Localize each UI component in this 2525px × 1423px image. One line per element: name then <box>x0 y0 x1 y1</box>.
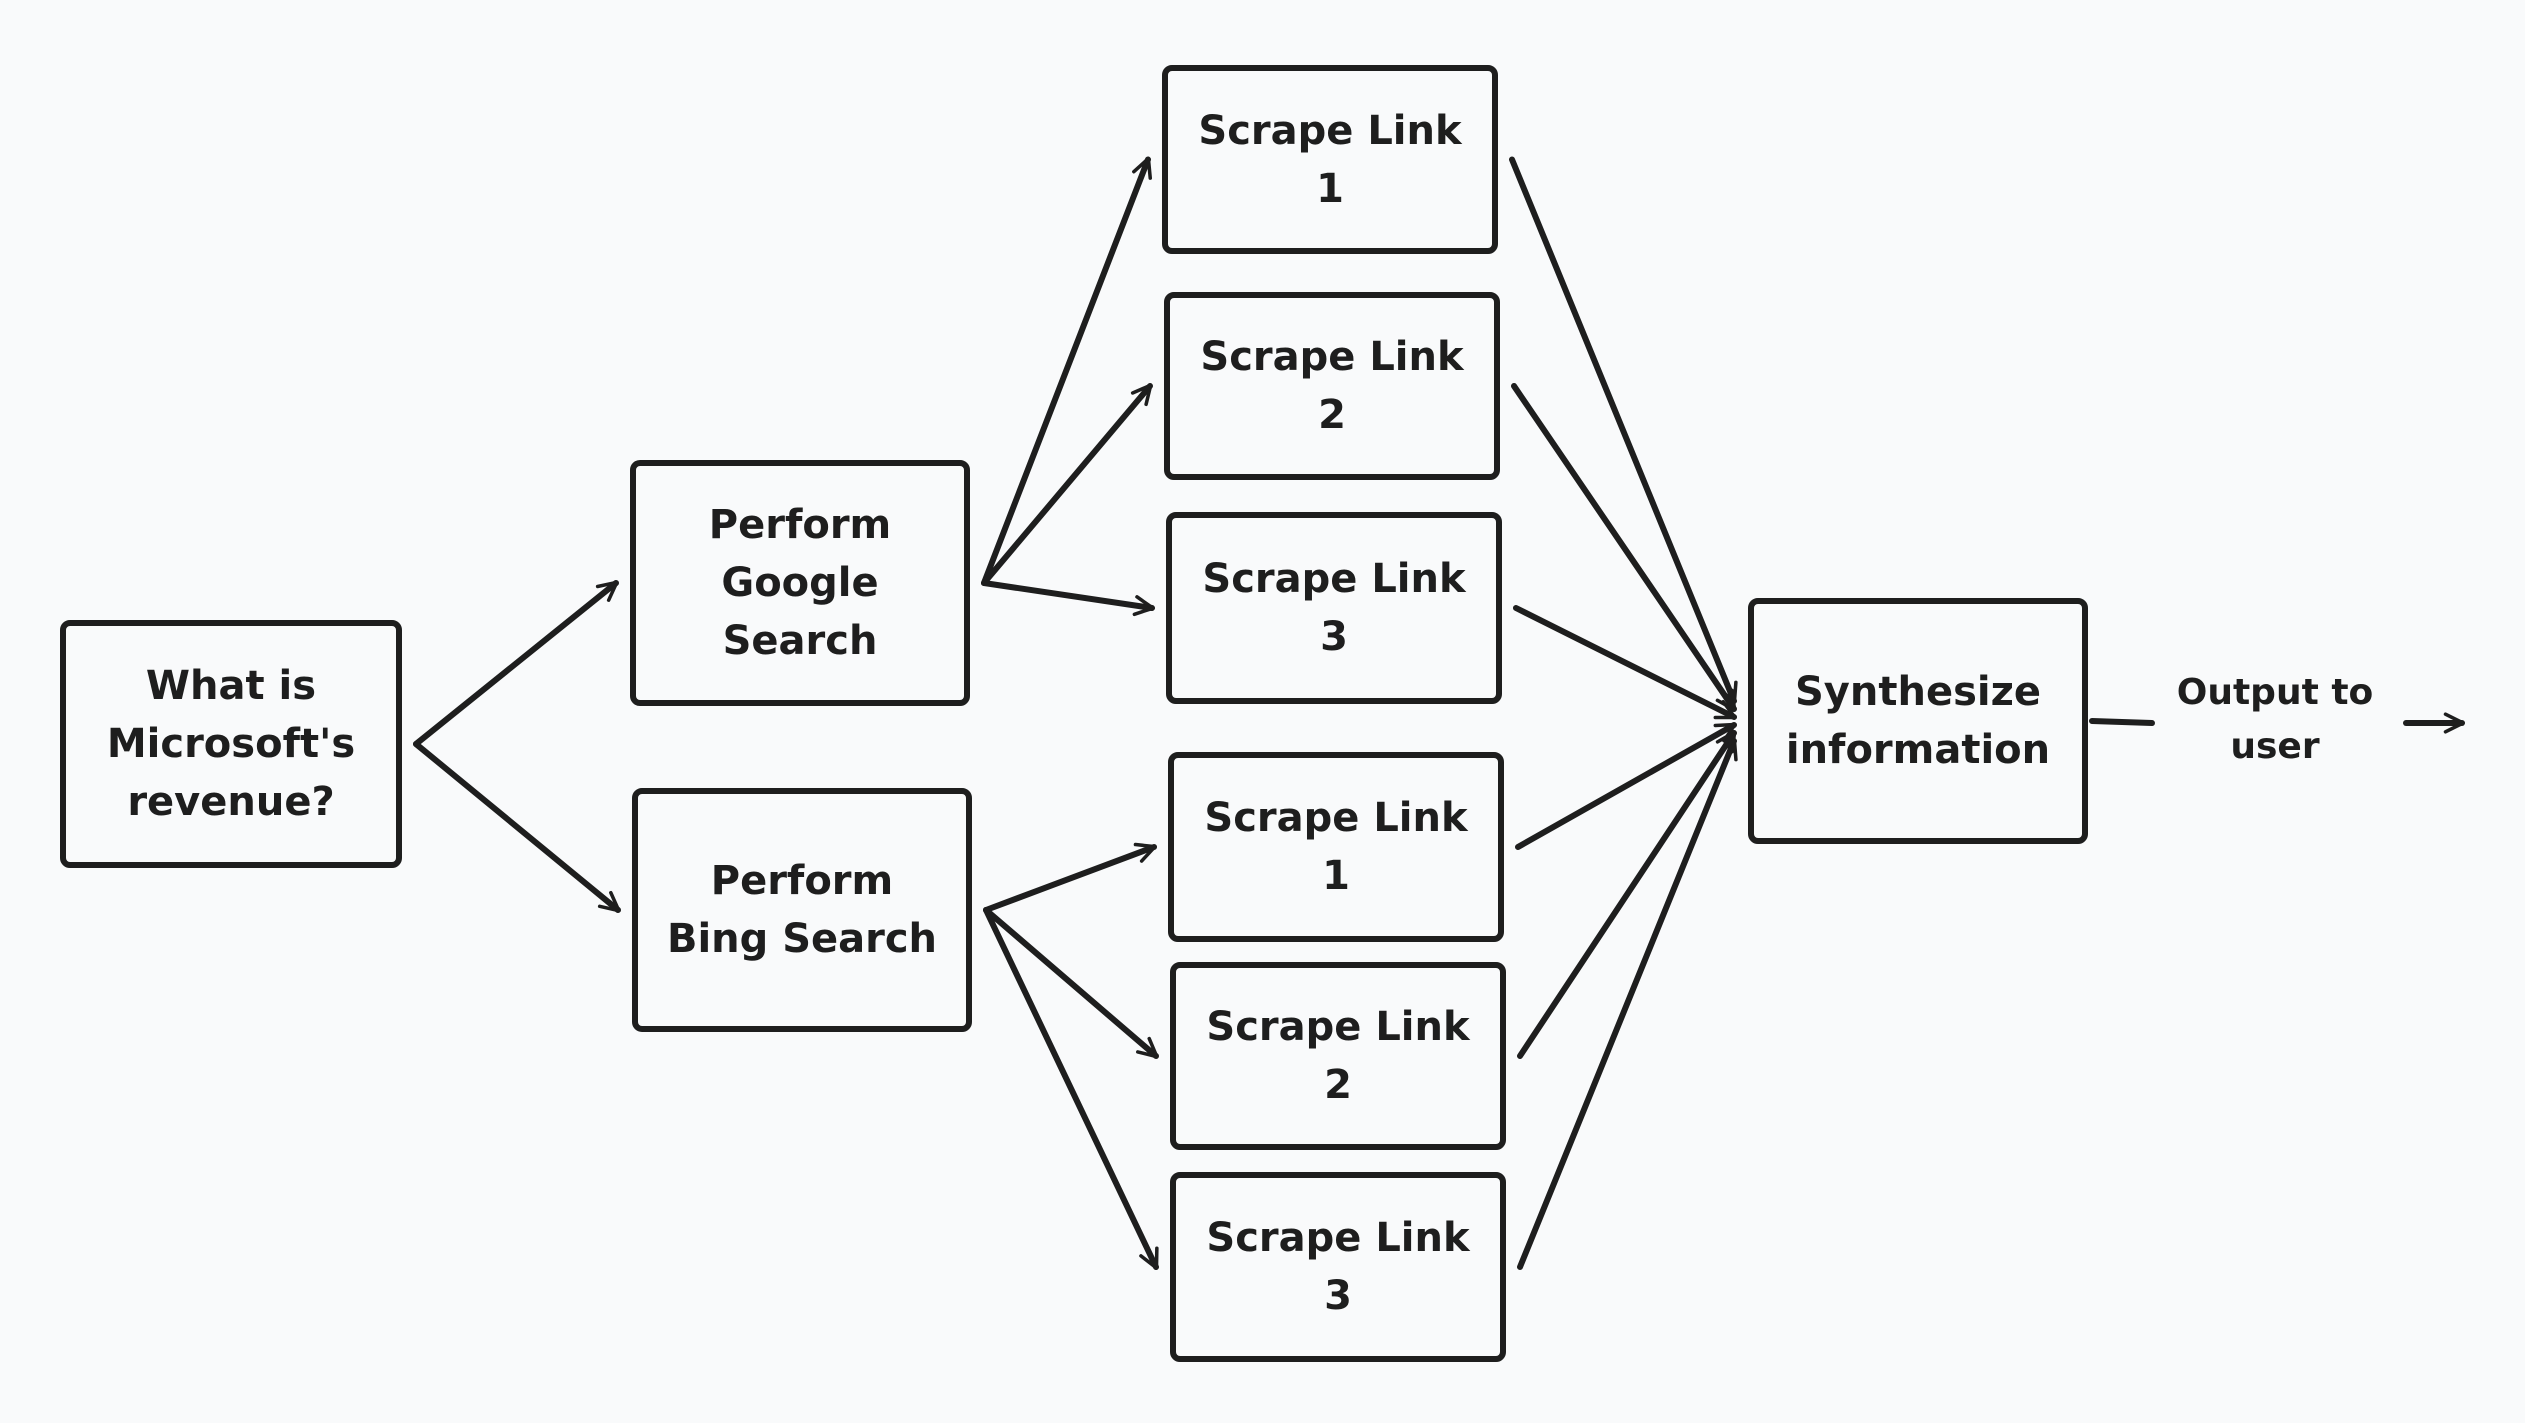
bing-scrape-link-3-node[interactable]: Scrape Link 3 <box>1170 1172 1506 1362</box>
edge-g3-to-synth <box>1513 605 1737 720</box>
edge-question-to-bing <box>413 741 621 913</box>
edge-bing-to-b2 <box>983 907 1159 1059</box>
bing-search-node[interactable]: Perform Bing Search <box>632 788 972 1032</box>
edge-b2-to-synth <box>1517 730 1737 1059</box>
output-to-user-label: Output to user <box>2176 672 2374 767</box>
google-search-node[interactable]: Perform Google Search <box>630 460 970 706</box>
edge-bing-to-b3 <box>983 907 1159 1270</box>
edge-g2-to-synth <box>1511 383 1737 712</box>
google-scrape-link-1-node[interactable]: Scrape Link 1 <box>1162 65 1498 254</box>
edge-bing-to-b1 <box>983 842 1157 913</box>
edge-google-to-g2 <box>981 383 1153 586</box>
edge-g1-to-synth <box>1509 156 1738 704</box>
synthesize-information-node[interactable]: Synthesize information <box>1748 598 2088 844</box>
edge-b3-to-synth <box>1517 738 1738 1270</box>
google-scrape-link-2-node[interactable]: Scrape Link 2 <box>1164 292 1500 480</box>
edge-b1-to-synth <box>1515 722 1737 850</box>
edge-google-to-g3 <box>981 580 1155 617</box>
bing-scrape-link-2-node[interactable]: Scrape Link 2 <box>1170 962 1506 1150</box>
edge-question-to-google <box>413 580 619 747</box>
question-node[interactable]: What is Microsoft's revenue? <box>60 620 402 868</box>
google-scrape-link-3-node[interactable]: Scrape Link 3 <box>1166 512 1502 704</box>
edge-synthesize-to-output <box>2089 718 2155 726</box>
edge-google-to-g1 <box>981 156 1153 586</box>
bing-scrape-link-1-node[interactable]: Scrape Link 1 <box>1168 752 1504 942</box>
